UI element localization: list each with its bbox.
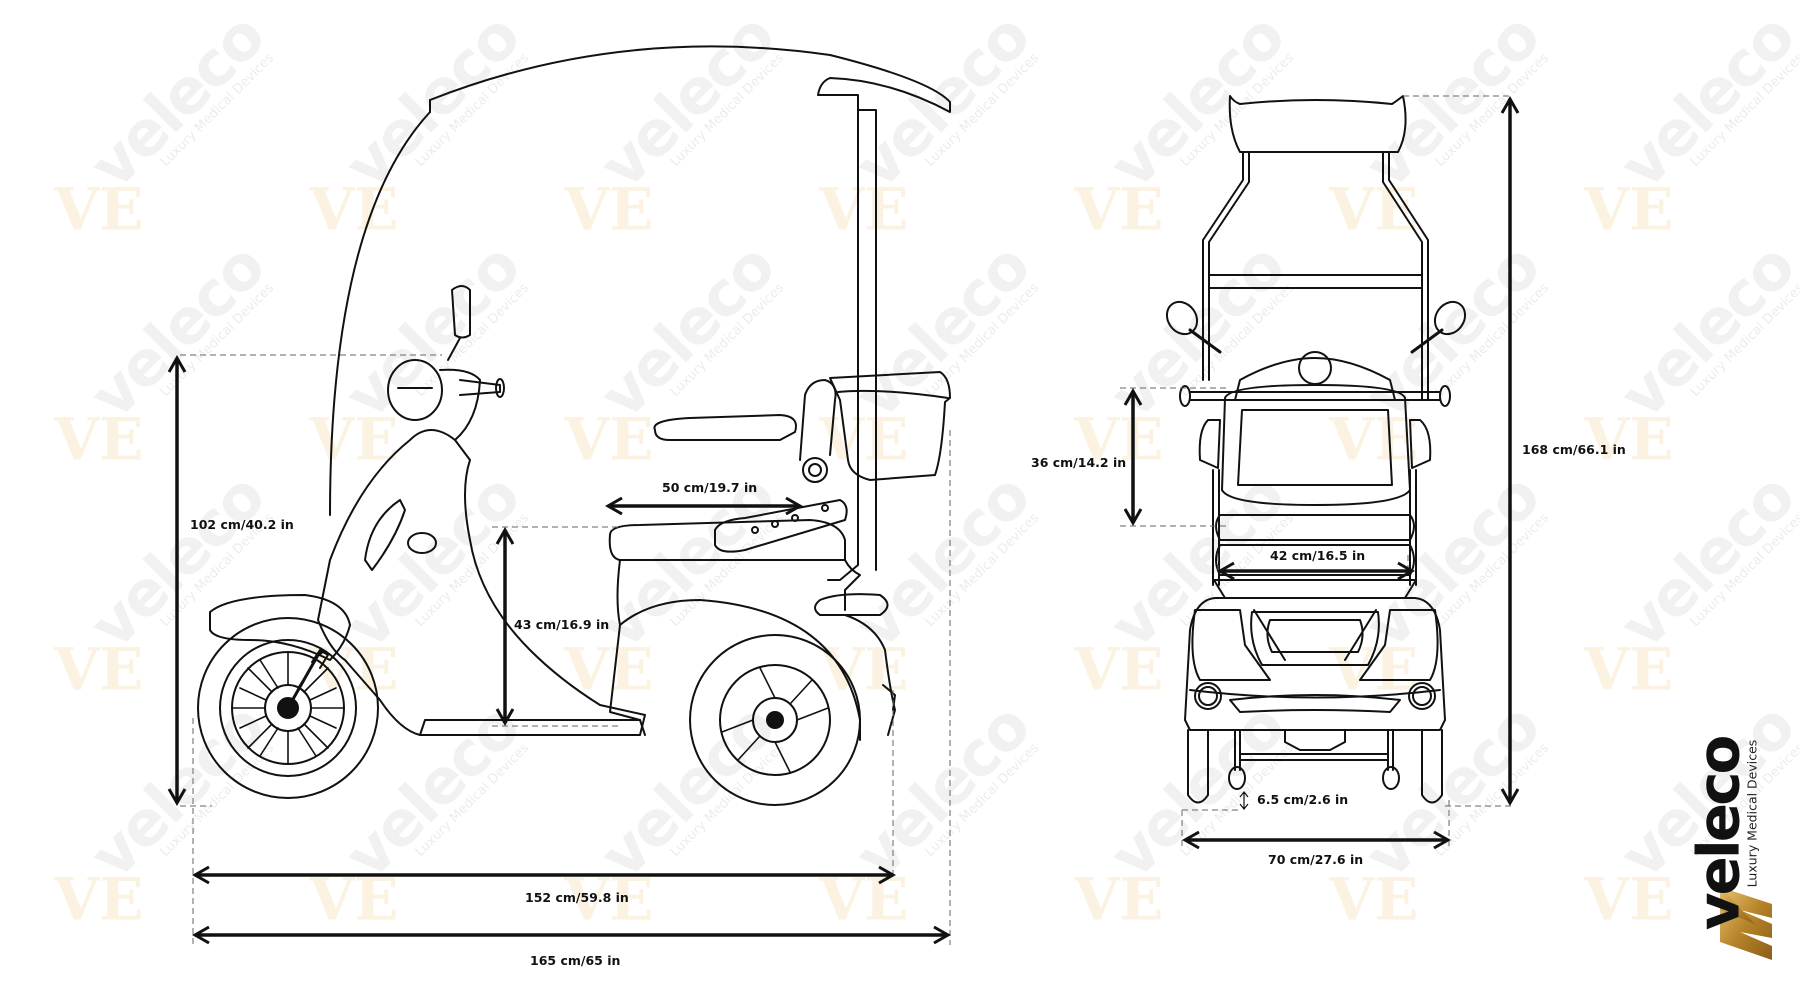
label-backrest-height: 36 cm/14.2 in <box>1031 455 1127 470</box>
label-seat-height: 43 cm/16.9 in <box>514 617 610 632</box>
label-length-165: 165 cm/65 in <box>530 953 621 968</box>
brand-logo: veleco Luxury Medical Devices <box>1684 692 1800 982</box>
label-seat-depth: 50 cm/19.7 in <box>662 480 758 495</box>
label-length-152: 152 cm/59.8 in <box>525 890 629 905</box>
front-view-scooter <box>1165 95 1467 804</box>
label-overall-width: 70 cm/27.6 in <box>1268 852 1364 867</box>
label-overall-height-side: 102 cm/40.2 in <box>190 517 294 532</box>
brand-tagline: Luxury Medical Devices <box>1744 739 1760 888</box>
label-seat-width: 42 cm/16.5 in <box>1270 548 1366 563</box>
ve-monogram-icon <box>1720 887 1772 960</box>
dimension-lines <box>177 95 1512 945</box>
ground-clearance-arrow <box>1239 791 1249 810</box>
brand-name: veleco <box>1684 737 1753 931</box>
label-ground-clearance: 6.5 cm/2.6 in <box>1257 792 1349 807</box>
label-overall-height-front: 168 cm/66.1 in <box>1522 442 1626 457</box>
side-view-scooter <box>197 45 951 806</box>
